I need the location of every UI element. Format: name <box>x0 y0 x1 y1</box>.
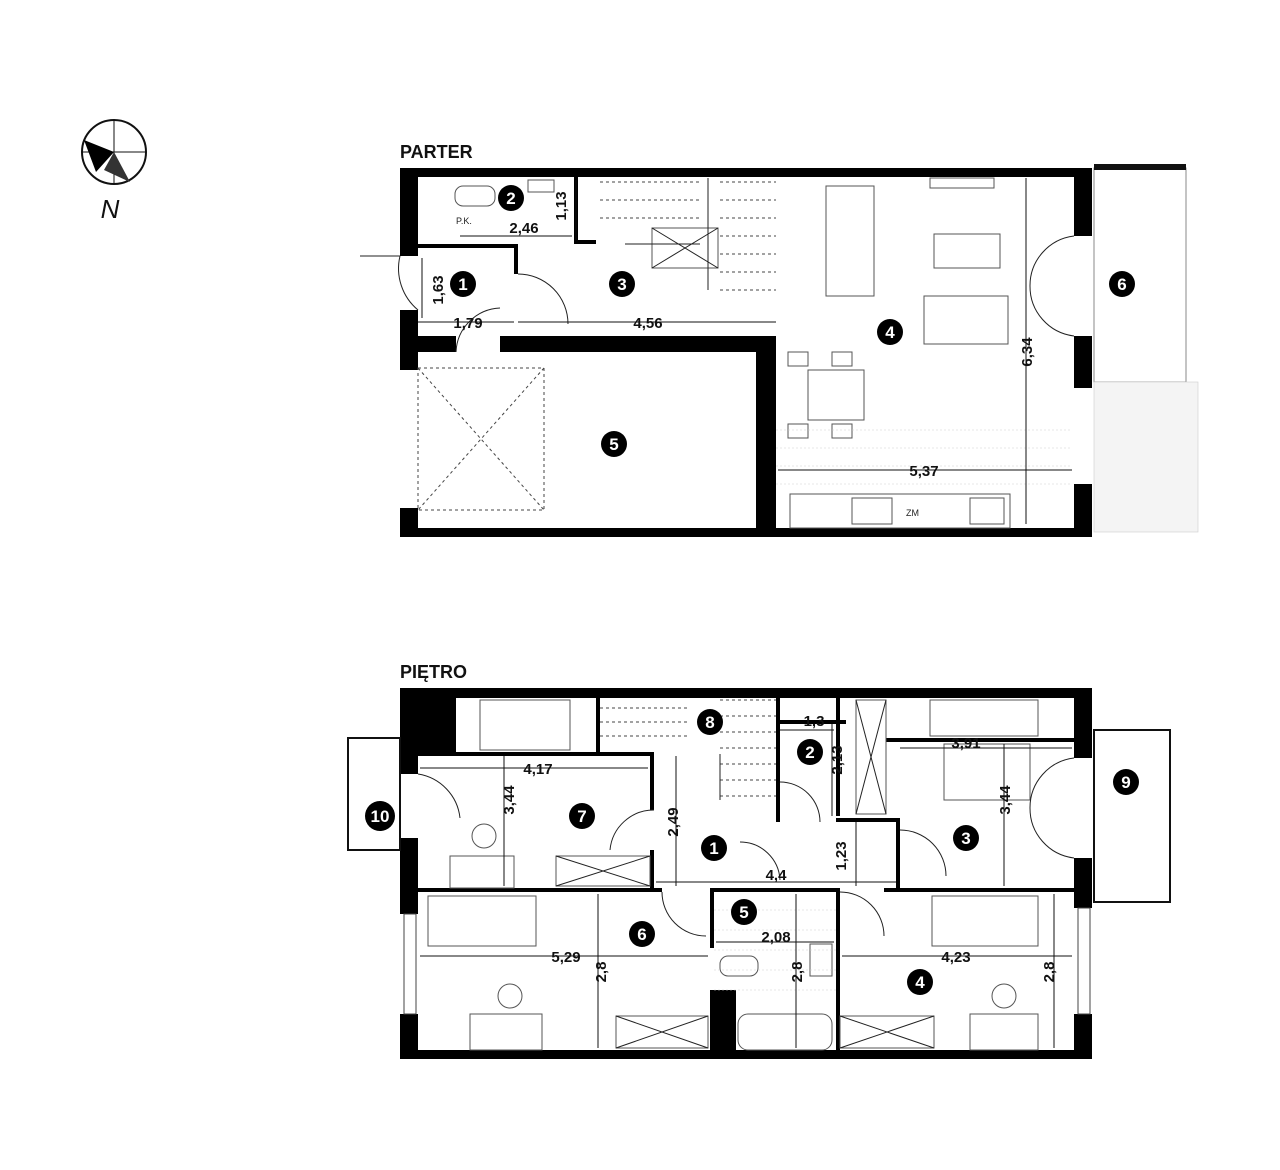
svg-text:4: 4 <box>885 323 895 342</box>
dim-2-08: 2,08 <box>761 929 790 946</box>
dim-2-8-room6: 2,8 <box>593 962 610 983</box>
room-badge-pietro-5: 5 <box>731 899 757 925</box>
room-badge-parter-6: 6 <box>1109 271 1135 297</box>
room-badge-parter-2: 2 <box>498 185 524 211</box>
room-badge-parter-5: 5 <box>601 431 627 457</box>
bathtub-icon <box>737 1013 833 1051</box>
sofa-icon <box>825 185 875 297</box>
room-badge-pietro-8: 8 <box>697 709 723 735</box>
dim-1-63: 1,63 <box>430 275 447 304</box>
boiler-label: P.K. <box>456 216 472 226</box>
dim-2-49: 2,49 <box>665 807 682 836</box>
dim-2-46: 2,46 <box>509 220 538 237</box>
dim-5-29: 5,29 <box>551 949 580 966</box>
floor-title-pietro: PIĘTRO <box>400 662 467 682</box>
dim-2-13: 2,13 <box>829 745 846 774</box>
compass-needle <box>84 140 114 172</box>
dim-2-8-bath: 2,8 <box>789 962 806 983</box>
svg-text:5: 5 <box>609 435 618 454</box>
room-badge-pietro-1: 1 <box>701 835 727 861</box>
svg-text:6: 6 <box>1117 275 1126 294</box>
room-badge-pietro-6: 6 <box>629 921 655 947</box>
dim-1-23: 1,23 <box>833 841 850 870</box>
wardrobes <box>555 699 935 1049</box>
dim-1-3: 1,3 <box>804 713 825 730</box>
svg-text:9: 9 <box>1121 773 1130 792</box>
room-badge-pietro-9: 9 <box>1113 769 1139 795</box>
desk-icon-4 <box>969 1013 1039 1051</box>
balcony-10 <box>347 737 401 851</box>
tv-icon <box>929 177 995 189</box>
kitchen-sink-icon <box>851 497 893 525</box>
bath-sink-icon <box>809 943 833 977</box>
dim-4-17: 4,17 <box>523 761 552 778</box>
svg-text:8: 8 <box>705 713 714 732</box>
bed-icon-7 <box>479 699 571 751</box>
svg-text:6: 6 <box>637 925 646 944</box>
bed-icon-6 <box>427 895 537 947</box>
room-badge-pietro-10: 10 <box>365 801 395 831</box>
chair-icon-6 <box>497 983 523 1009</box>
armchair-icon <box>923 295 1009 345</box>
bathroom-floor-grid <box>714 909 836 991</box>
svg-text:3: 3 <box>617 275 626 294</box>
floor-title-parter: PARTER <box>400 142 473 162</box>
chair-icon-7 <box>471 823 497 849</box>
dim-3-91: 3,91 <box>951 735 980 752</box>
dim-4-23: 4,23 <box>941 949 970 966</box>
dimension-lines-pietro <box>420 724 1072 1048</box>
svg-text:7: 7 <box>577 807 586 826</box>
cooktop-icon <box>969 497 1005 525</box>
desk-icon-6 <box>469 1013 543 1051</box>
sink-icon <box>527 179 555 193</box>
bed-icon-4 <box>931 895 1039 947</box>
dim-4-4: 4,4 <box>766 867 788 884</box>
svg-text:4: 4 <box>915 973 925 992</box>
svg-text:5: 5 <box>739 903 748 922</box>
room-badge-parter-3: 3 <box>609 271 635 297</box>
dim-1-13: 1,13 <box>553 191 570 220</box>
dim-3-44-left: 3,44 <box>501 785 518 815</box>
terrace <box>1093 167 1187 383</box>
floor-parter: PARTER P.K. <box>360 142 1199 537</box>
desk-icon-7 <box>449 855 515 889</box>
north-label: N <box>101 194 120 224</box>
bed-icon-3 <box>943 743 1031 801</box>
svg-text:2: 2 <box>805 743 814 762</box>
room-badge-pietro-2: 2 <box>797 739 823 765</box>
dim-1-79: 1,79 <box>453 315 482 332</box>
room-badge-pietro-7: 7 <box>569 803 595 829</box>
dim-2-8-room4: 2,8 <box>1041 962 1058 983</box>
toilet-icon <box>454 185 496 207</box>
staircase <box>600 178 776 291</box>
garden-paving <box>1093 381 1199 533</box>
chair-icon-4 <box>991 983 1017 1009</box>
room-badge-pietro-3: 3 <box>953 825 979 851</box>
dimension-lines-parter <box>418 178 1072 524</box>
svg-text:2: 2 <box>506 189 515 208</box>
dim-5-37: 5,37 <box>909 463 938 480</box>
dim-3-44-right: 3,44 <box>997 785 1014 815</box>
dishwasher-label: ZM <box>906 508 919 518</box>
dim-6-34: 6,34 <box>1019 337 1036 367</box>
toilet-icon-upper <box>719 955 759 977</box>
coffee-table-icon <box>933 233 1001 269</box>
compass: N <box>81 119 147 224</box>
staircase-upper <box>600 699 776 800</box>
window-6 <box>403 913 417 1015</box>
dim-4-56: 4,56 <box>633 315 662 332</box>
dining-table-icon <box>807 369 865 421</box>
kitchen-floor-grid <box>776 429 1070 485</box>
balcony-9 <box>1093 729 1171 903</box>
svg-text:1: 1 <box>458 275 467 294</box>
svg-text:10: 10 <box>371 807 390 826</box>
room-badge-parter-4: 4 <box>877 319 903 345</box>
svg-text:3: 3 <box>961 829 970 848</box>
svg-text:1: 1 <box>709 839 718 858</box>
floor-pietro: PIĘTRO <box>347 662 1171 1059</box>
window-4 <box>1077 907 1091 1015</box>
room-badge-parter-1: 1 <box>450 271 476 297</box>
room-badge-pietro-4: 4 <box>907 969 933 995</box>
